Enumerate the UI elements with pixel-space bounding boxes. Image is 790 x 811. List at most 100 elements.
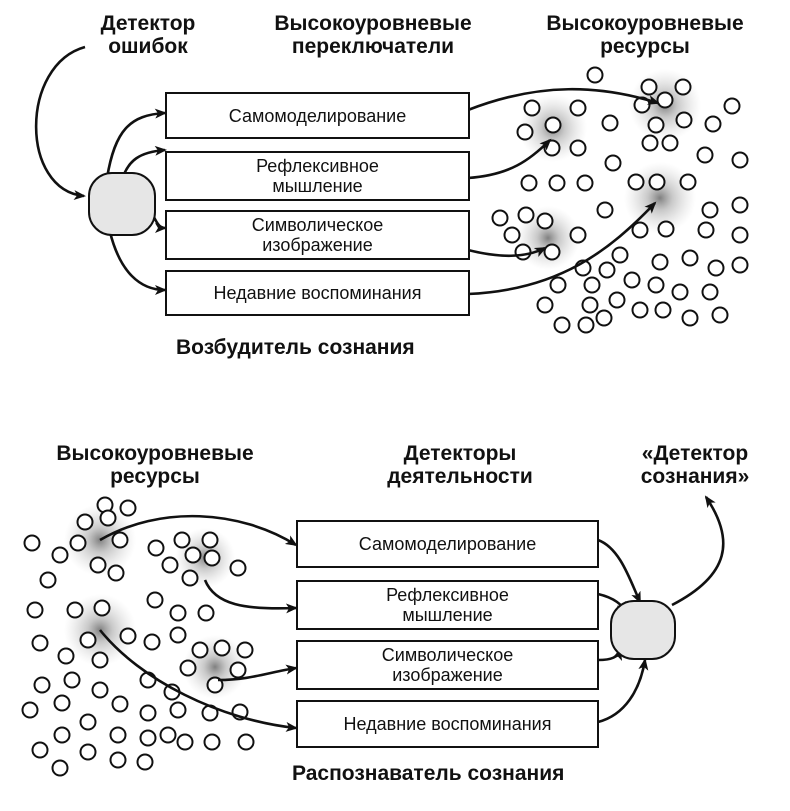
top-hub-node (88, 172, 156, 236)
header-line: переключатели (291, 35, 455, 58)
resource-dot (23, 534, 41, 552)
header-line: сознания» (640, 465, 750, 488)
resource-dot (711, 306, 729, 324)
resource-dot (631, 301, 649, 319)
resource-dot (69, 534, 87, 552)
resource-dot (191, 641, 209, 659)
resource-dot (229, 559, 247, 577)
resource-dot (99, 509, 117, 527)
resource-dot (57, 647, 75, 665)
resource-dot (577, 316, 595, 334)
bottom-resource-dots (21, 496, 255, 777)
resource-dot (576, 174, 594, 192)
header-line: ресурсы (600, 35, 690, 58)
resource-dot (109, 751, 127, 769)
resource-dot (203, 549, 221, 567)
resource-dot (657, 220, 675, 238)
resource-dot (553, 316, 571, 334)
resource-dot (147, 539, 165, 557)
resource-dot (197, 604, 215, 622)
resource-dot (569, 139, 587, 157)
header-line: Высокоуровневые (56, 442, 254, 465)
box-label: изображение (392, 665, 503, 685)
resource-dot (627, 173, 645, 191)
resource-dot (517, 206, 535, 224)
resource-dot (213, 639, 231, 657)
bottom-caption: Распознаватель сознания (292, 762, 565, 785)
resource-dot (536, 296, 554, 314)
box-label: изображение (262, 235, 373, 255)
arrow-resource-to-selfmodel (99, 514, 298, 547)
box-label: Символическое (251, 215, 384, 235)
resource-dot (31, 634, 49, 652)
arrow-hub-to-consciousness (671, 495, 725, 607)
header-line: Детекторы (403, 442, 517, 465)
box-label: Рефлексивное (256, 156, 379, 176)
resource-dot (569, 226, 587, 244)
resource-dot (583, 276, 601, 294)
resource-dot (39, 571, 57, 589)
resource-dot (107, 564, 125, 582)
arrow-symbolic-to-resource (467, 246, 547, 258)
resource-dot (89, 556, 107, 574)
resource-dot (91, 651, 109, 669)
resource-dot (656, 91, 674, 109)
resource-dot (169, 701, 187, 719)
resource-dot (66, 601, 84, 619)
arrow-resource-to-symbolic (217, 664, 298, 682)
bottom-box-recent-memories: Недавние воспоминания (296, 700, 599, 748)
resource-dot (169, 604, 187, 622)
header-line: ошибок (108, 35, 188, 58)
top-resource-dots (491, 66, 749, 334)
resource-dot (681, 249, 699, 267)
resource-dot (26, 601, 44, 619)
arrow-hub-to-selfmodel (105, 108, 167, 179)
header-line: Высокоуровневые (274, 12, 472, 35)
arrow-resource-to-recent (98, 629, 298, 732)
top-header-error-detector: Детектор ошибок (78, 12, 218, 58)
resource-dot (63, 671, 81, 689)
resource-dot (136, 753, 154, 771)
resource-dot (111, 531, 129, 549)
resource-dot (586, 66, 604, 84)
resource-dot (143, 633, 161, 651)
resource-dot (701, 201, 719, 219)
resource-dot (648, 173, 666, 191)
resource-dot (491, 209, 509, 227)
resource-dot (229, 661, 247, 679)
resource-dot (119, 499, 137, 517)
arrow-resource-to-reflexive (203, 579, 298, 614)
resource-dot (675, 111, 693, 129)
resource-dot (111, 695, 129, 713)
resource-dot (169, 626, 187, 644)
arrow-hub-to-recent (108, 231, 167, 295)
resource-dot (601, 114, 619, 132)
resource-dot (31, 741, 49, 759)
resource-dot (181, 569, 199, 587)
resource-dot (549, 276, 567, 294)
arrow-recent-to-hub (597, 658, 649, 724)
top-caption: Возбудитель сознания (176, 336, 415, 359)
resource-dot (623, 271, 641, 289)
resource-dot (679, 173, 697, 191)
bottom-header-consciousness-detector: «Детектор сознания» (620, 442, 770, 488)
top-header-resources: Высокоуровневые ресурсы (530, 12, 760, 58)
resource-dot (139, 729, 157, 747)
resource-dot (596, 201, 614, 219)
resource-dot (731, 151, 749, 169)
resource-dot (731, 196, 749, 214)
resource-dot (731, 256, 749, 274)
resource-dot (674, 78, 692, 96)
resource-dot (201, 531, 219, 549)
resource-dot (696, 146, 714, 164)
resource-dot (608, 291, 626, 309)
resource-dot (681, 309, 699, 327)
resource-dot (33, 676, 51, 694)
top-box-recent-memories: Недавние воспоминания (165, 270, 470, 316)
header-line: Детектор (100, 12, 196, 35)
arrow-selfmodel-to-hub (597, 538, 642, 604)
